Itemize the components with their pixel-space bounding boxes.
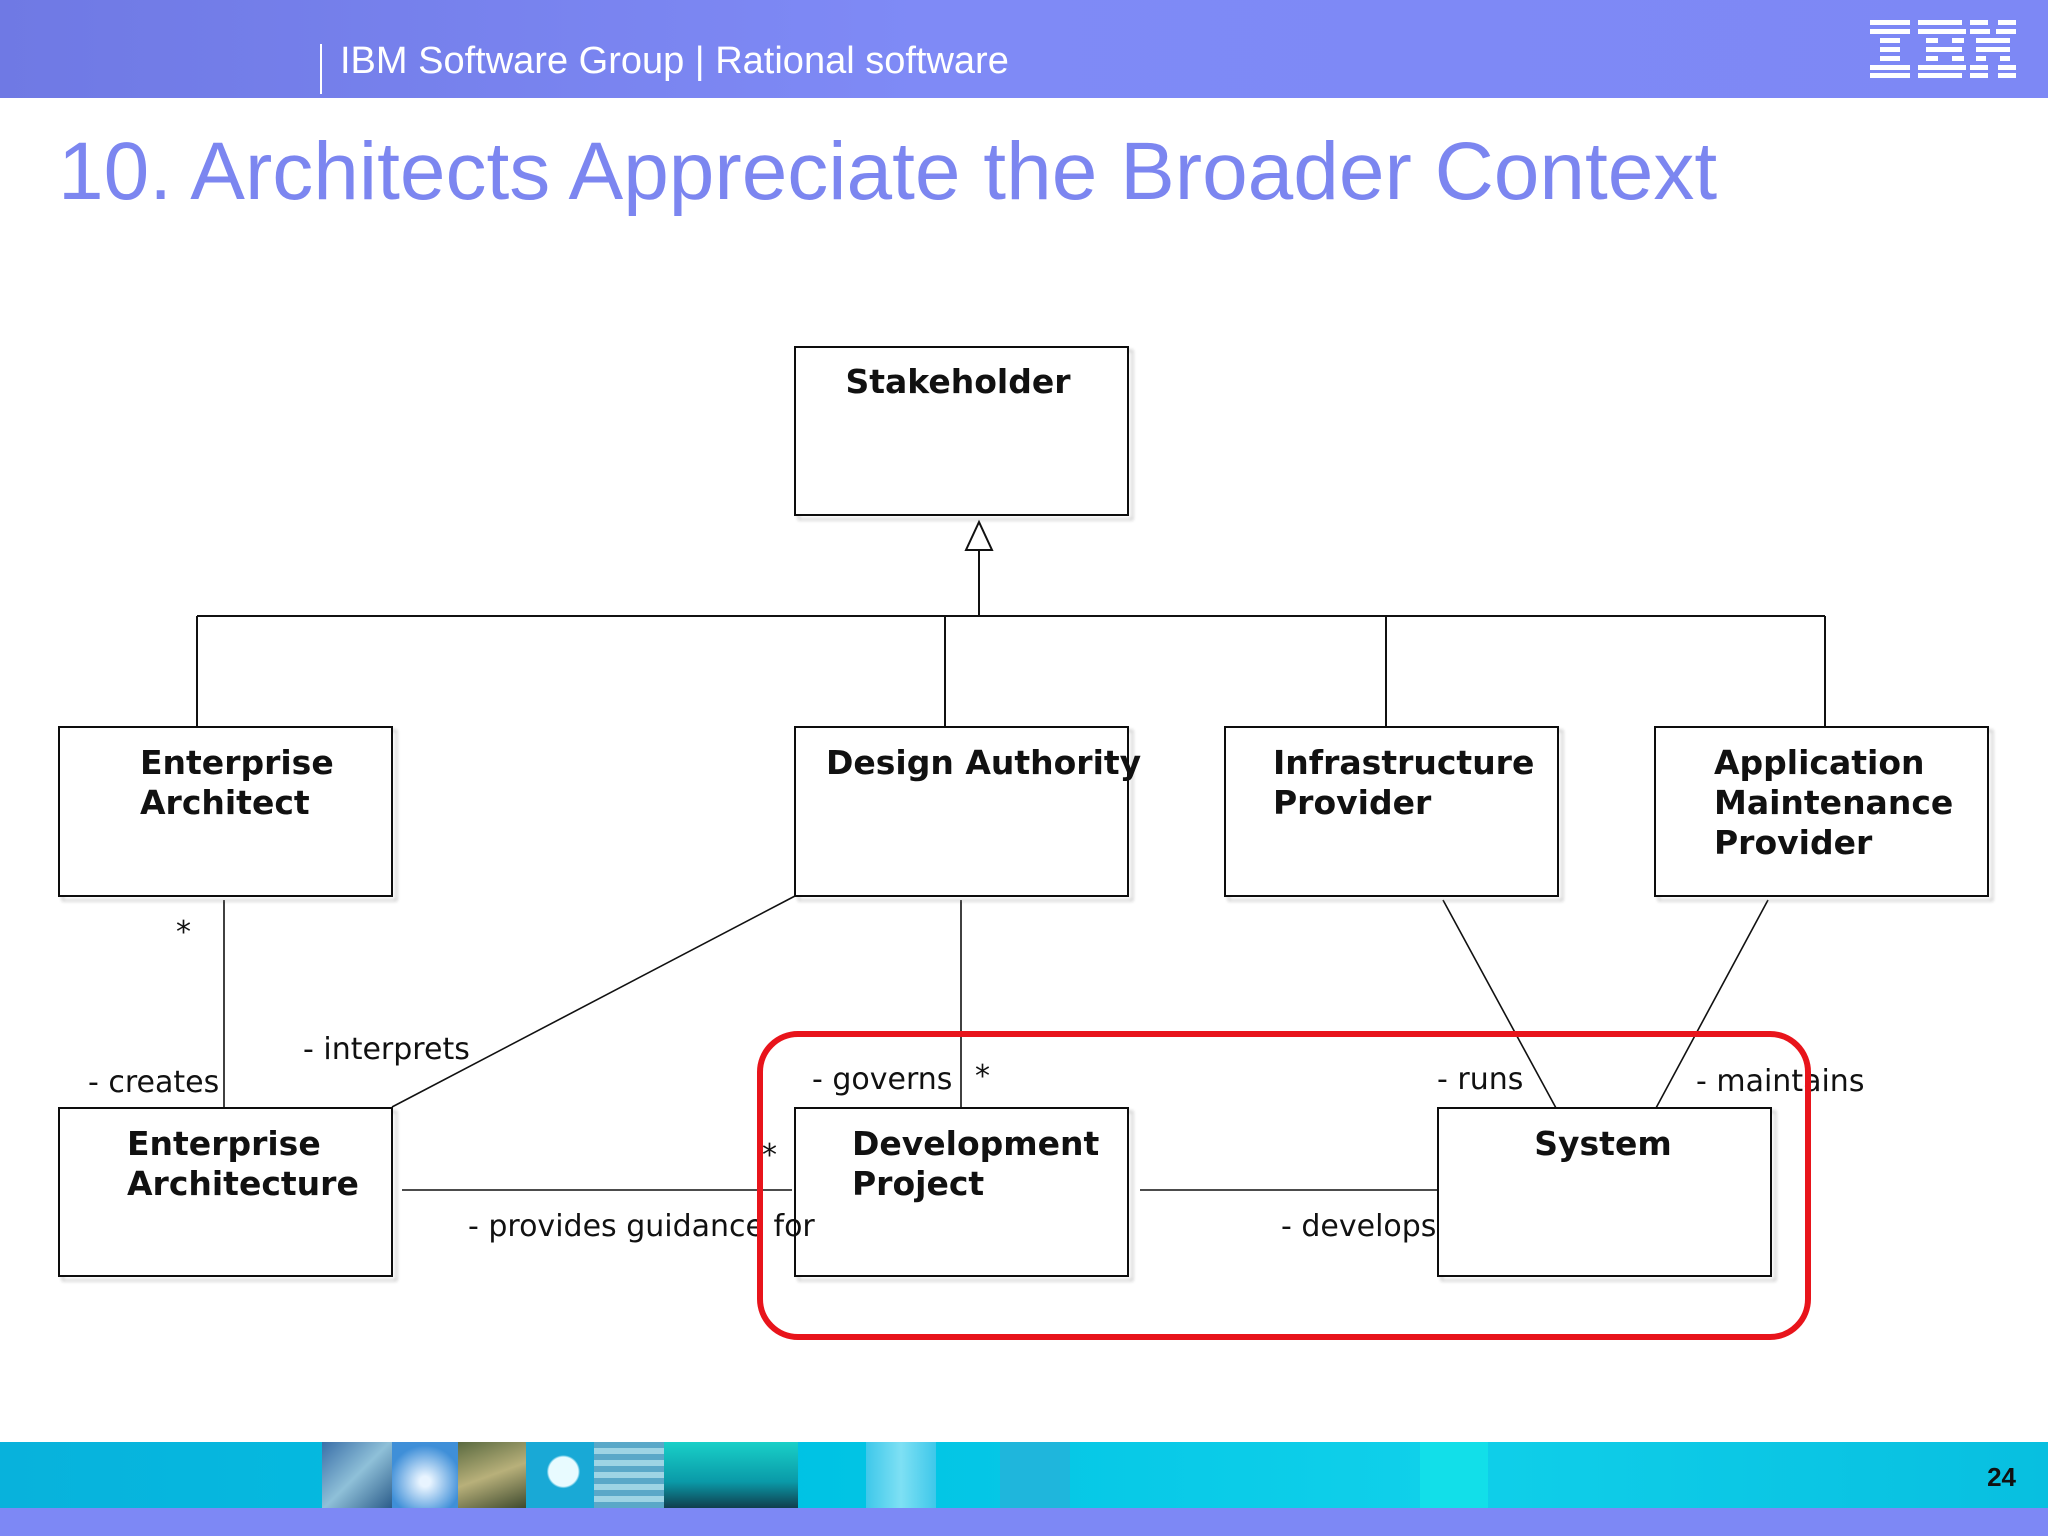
- footer-bottom-band: [0, 1508, 2048, 1536]
- box-development-project-line-1: Development: [852, 1124, 1100, 1163]
- footer-image-strip: [526, 1442, 594, 1508]
- footer-image-strip: [392, 1442, 458, 1508]
- footer-image-strip: [1000, 1442, 1070, 1508]
- box-development-project-line-2: Project: [852, 1164, 984, 1203]
- box-application-maintenance-provider-line-3: Provider: [1714, 823, 1873, 862]
- label-governs: - governs: [812, 1062, 952, 1097]
- footer-image-strip: [322, 1442, 392, 1508]
- ibm-logo: [1870, 20, 2016, 78]
- label-interprets: - interprets: [303, 1032, 470, 1067]
- box-enterprise-architecture-line-1: Enterprise: [127, 1124, 321, 1163]
- box-stakeholder-label: Stakeholder: [845, 362, 1071, 401]
- box-design-authority-label: Design Authority: [826, 743, 1141, 782]
- header-divider: [320, 44, 322, 94]
- footer-image-strip: [594, 1442, 664, 1508]
- box-enterprise-architecture-line-2: Architecture: [127, 1164, 359, 1203]
- header-title: IBM Software Group | Rational software: [340, 40, 1009, 82]
- association-lines: [223, 895, 1769, 1191]
- box-enterprise-architect-line-2: Architect: [140, 783, 310, 822]
- label-provides-guidance-for: - provides guidance for: [468, 1209, 815, 1244]
- box-system-label: System: [1534, 1124, 1671, 1163]
- box-enterprise-architect-line-1: Enterprise: [140, 743, 334, 782]
- box-infrastructure-provider-line-1: Infrastructure: [1273, 743, 1534, 782]
- label-maintains: - maintains: [1696, 1064, 1864, 1099]
- footer-image-strip: [1420, 1442, 1488, 1508]
- page-number: 24: [1987, 1462, 2016, 1492]
- footer-bar: 24: [0, 1442, 2048, 1508]
- footer-image-strip: [866, 1442, 936, 1508]
- footer-image-strip: [664, 1442, 798, 1508]
- generalization-arrowhead: [964, 519, 994, 551]
- box-stakeholder: Stakeholder: [794, 346, 1129, 516]
- box-infrastructure-provider-line-2: Provider: [1273, 783, 1432, 822]
- box-infrastructure-provider: Infrastructure Provider: [1224, 726, 1559, 897]
- multiplicity-creates: *: [176, 915, 191, 950]
- generalization-lines: [196, 550, 1826, 726]
- box-application-maintenance-provider-line-1: Application: [1714, 743, 1925, 782]
- label-creates: - creates: [88, 1065, 219, 1100]
- slide-title: 10. Architects Appreciate the Broader Co…: [58, 126, 1718, 217]
- highlight-outline: [757, 1031, 1811, 1340]
- footer-image-strip: [458, 1442, 526, 1508]
- box-application-maintenance-provider: Application Maintenance Provider: [1654, 726, 1989, 897]
- multiplicity-provides-guidance: *: [762, 1138, 777, 1173]
- header-bar: IBM Software Group | Rational software: [0, 0, 2048, 98]
- label-runs: - runs: [1437, 1062, 1523, 1097]
- box-development-project: Development Project: [794, 1107, 1129, 1277]
- box-enterprise-architecture: Enterprise Architecture: [58, 1107, 393, 1277]
- box-application-maintenance-provider-line-2: Maintenance: [1714, 783, 1953, 822]
- box-design-authority: Design Authority: [794, 726, 1141, 897]
- box-enterprise-architect: Enterprise Architect: [58, 726, 393, 897]
- multiplicity-governs: *: [975, 1059, 990, 1094]
- label-develops: - develops: [1281, 1209, 1436, 1244]
- box-system: System: [1437, 1107, 1772, 1277]
